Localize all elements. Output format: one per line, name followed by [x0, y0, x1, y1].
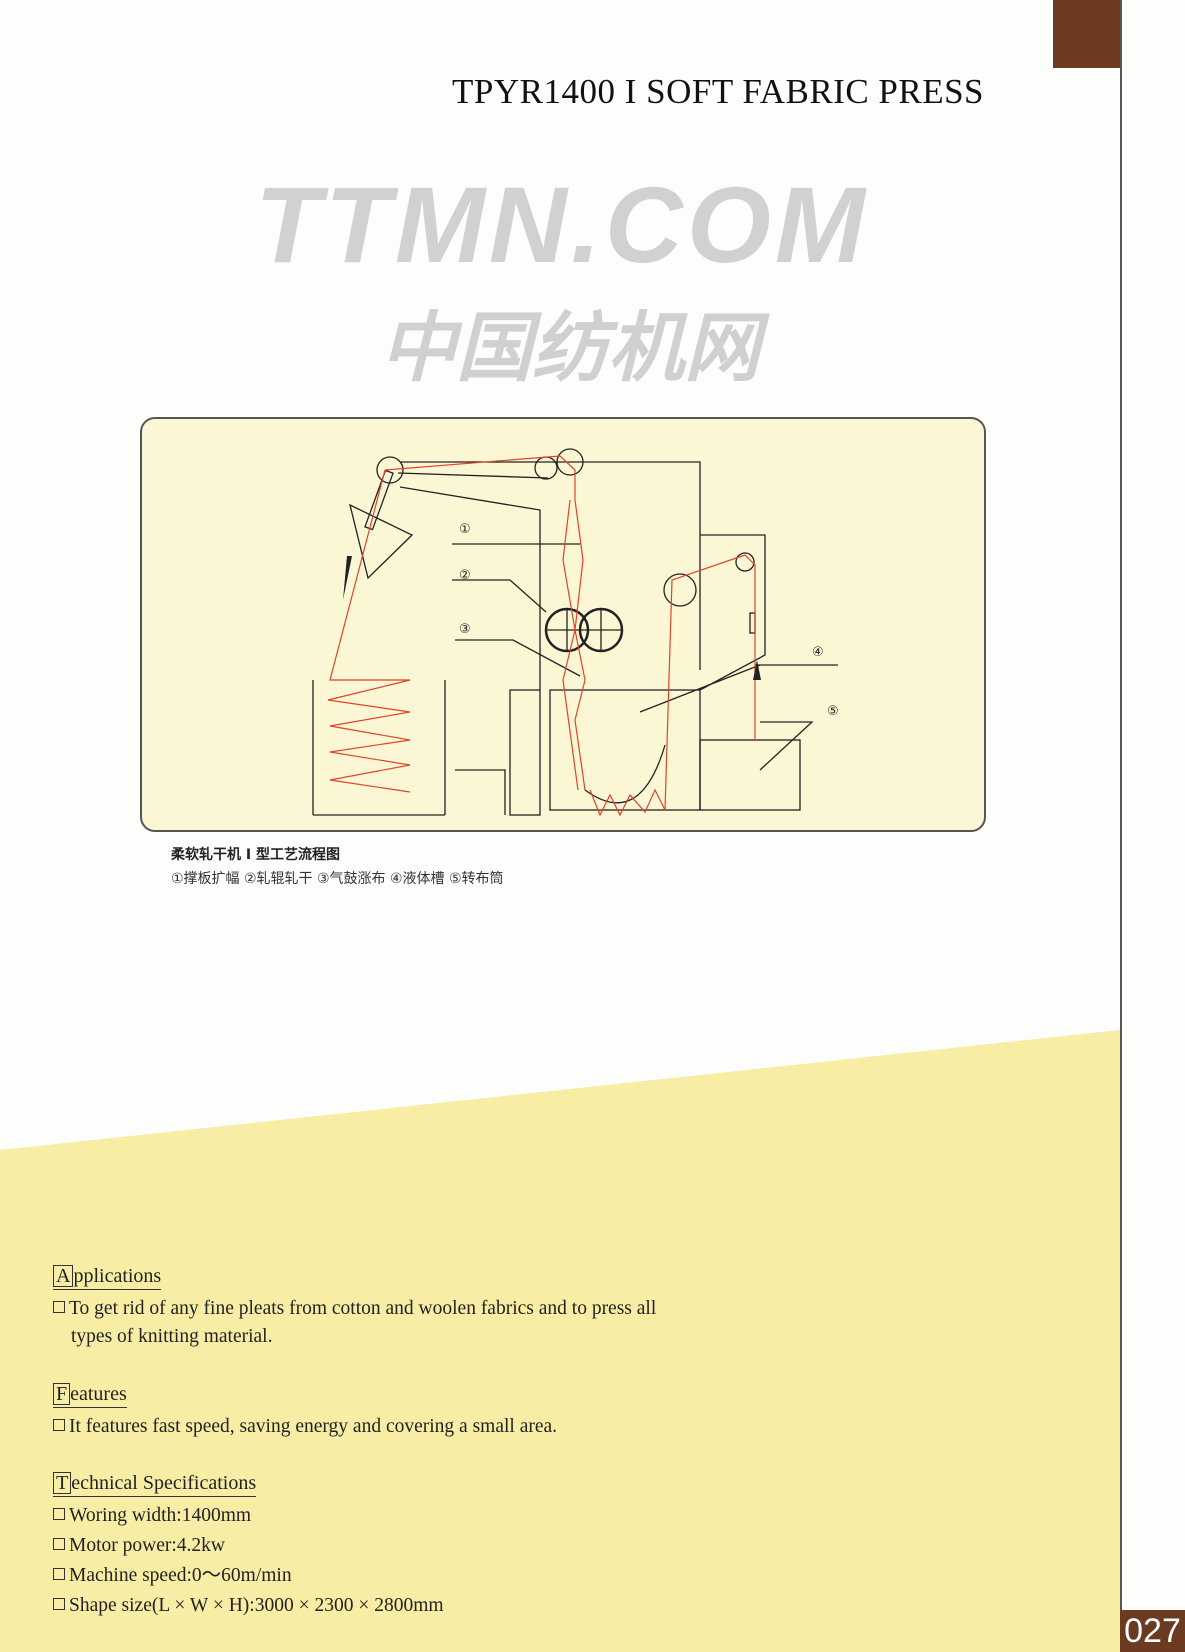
checkbox-bullet-icon [53, 1508, 65, 1520]
watermark-chinese: 中国纺机网 [380, 303, 760, 392]
checkbox-bullet-icon [53, 1301, 65, 1313]
list-item: Machine speed:0～60m/min [53, 1565, 444, 1587]
diagram-label-2: ② [459, 568, 471, 583]
list-item: Motor power:4.2kw [53, 1535, 444, 1557]
page-edge-line [1120, 0, 1122, 1652]
list-item: To get rid of any fine pleats from cotto… [53, 1298, 656, 1320]
diagram-label-4: ④ [812, 645, 824, 660]
checkbox-bullet-icon [53, 1568, 65, 1580]
process-flow-diagram: ① ② ③ ④ ⑤ [140, 417, 986, 832]
diagram-caption-legend: ①撑板扩幅 ②轧辊轧干 ③气鼓涨布 ④液体槽 ⑤转布筒 [171, 871, 504, 887]
diagram-label-1: ① [459, 522, 471, 537]
yellow-background-band [0, 1030, 1120, 1652]
page-number: 027 [1120, 1610, 1185, 1652]
diagram-label-5: ⑤ [827, 704, 839, 719]
corner-tab [1053, 0, 1120, 68]
checkbox-bullet-icon [53, 1419, 65, 1431]
diagram-caption-title: 柔软轧干机 I 型工艺流程图 [171, 847, 340, 863]
list-item: Shape size(L × W × H):3000 × 2300 × 2800… [53, 1595, 444, 1617]
watermark-ttmn: TTMN.COM [255, 164, 869, 285]
page-title: TPYR1400 I SOFT FABRIC PRESS [452, 72, 985, 111]
checkbox-bullet-icon [53, 1538, 65, 1550]
checkbox-bullet-icon [53, 1598, 65, 1610]
list-item: It features fast speed, saving energy an… [53, 1416, 557, 1438]
list-item: Woring width:1400mm [53, 1505, 444, 1527]
list-item-continuation: types of knitting material. [71, 1326, 273, 1347]
diagram-label-3: ③ [459, 622, 471, 637]
